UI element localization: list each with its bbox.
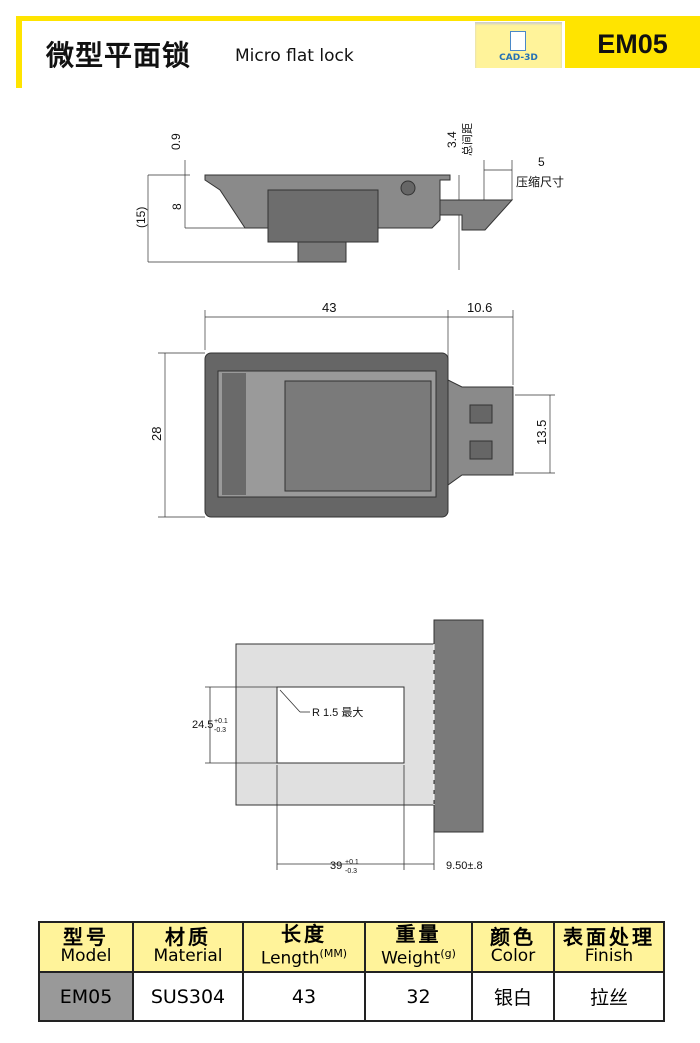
- cell-color: 银白: [471, 971, 555, 1022]
- cell-length: 43: [242, 971, 366, 1022]
- document-icon: [510, 31, 526, 51]
- dim-24-5: 24.5: [192, 719, 213, 731]
- tol-39-plus: +0.1: [345, 859, 359, 866]
- model-code-badge: EM05: [565, 20, 700, 68]
- product-title-en: Micro flat lock: [235, 46, 354, 66]
- cell-finish: 拉丝: [553, 971, 665, 1022]
- dim-39: 39: [330, 860, 342, 872]
- tol-24-5-plus: +0.1: [214, 718, 228, 725]
- tol-39-minus: -0.3: [345, 868, 357, 875]
- dim-28: 28: [149, 427, 164, 441]
- dim-8: 8: [170, 203, 184, 210]
- header-accent-bar: [16, 16, 700, 21]
- label-compression-size: 压缩尺寸: [516, 174, 564, 189]
- dim-3-4: 3.4: [445, 131, 459, 148]
- cell-material: SUS304: [132, 971, 244, 1022]
- side-view-drawing: 0.9 8 (15) 3.4 总间距 5 压缩尺寸: [134, 123, 564, 270]
- table-row: EM05 SUS304 43 32 银白 拉丝: [38, 971, 665, 1022]
- cad-3d-label: CAD-3D: [499, 53, 538, 63]
- dim-5: 5: [538, 155, 545, 169]
- cell-model: EM05: [38, 971, 134, 1022]
- dim-43: 43: [322, 300, 336, 315]
- cell-weight: 32: [364, 971, 473, 1022]
- dim-13-5: 13.5: [534, 420, 549, 445]
- radius-note: R 1.5 最大: [312, 705, 363, 719]
- dim-9-50: 9.50±.8: [446, 860, 483, 872]
- tol-24-5-minus: -0.3: [214, 727, 226, 734]
- dim-0-9: 0.9: [169, 133, 183, 150]
- panel-cutout-drawing: 24.5 +0.1 -0.3 R 1.5 最大 39 +0.1 -0.3 9.5…: [192, 619, 484, 875]
- dim-15: (15): [134, 207, 148, 228]
- label-total-gap: 总间距: [460, 123, 474, 156]
- header-accent-bar-left: [16, 16, 22, 88]
- cad-3d-button[interactable]: CAD-3D: [475, 22, 562, 68]
- dim-10-6: 10.6: [467, 300, 492, 315]
- top-view-drawing: 43 10.6 28 13.5: [149, 300, 555, 518]
- product-title-cn: 微型平面锁: [46, 39, 192, 72]
